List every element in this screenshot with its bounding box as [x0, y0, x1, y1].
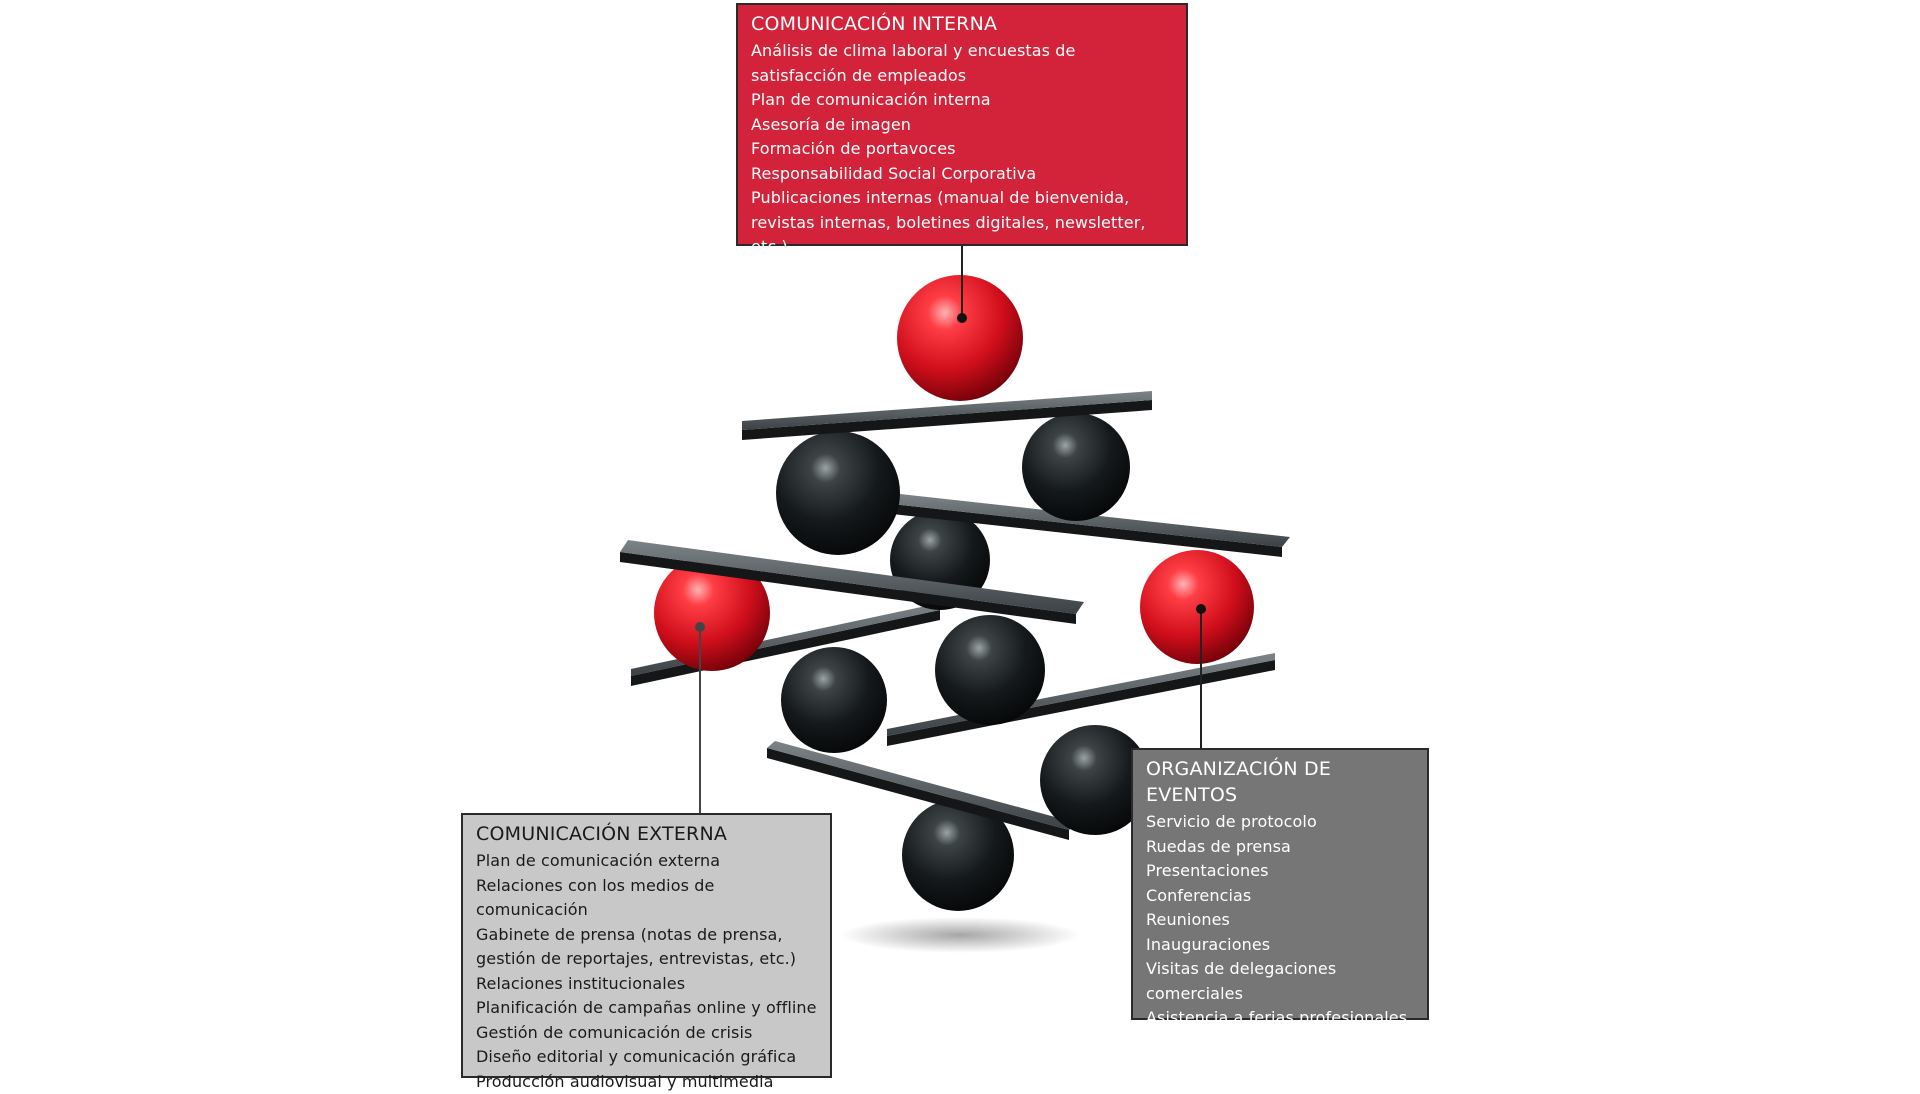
black-sphere — [776, 431, 900, 555]
comunicacion-externa-box: COMUNICACIÓN EXTERNA Plan de comunicació… — [461, 813, 832, 1078]
comunicacion-externa-title: COMUNICACIÓN EXTERNA — [476, 821, 818, 847]
list-item: Plan de comunicación interna — [751, 88, 1174, 113]
list-item: Ruedas de prensa — [1146, 835, 1415, 860]
red-sphere-top — [897, 275, 1023, 401]
black-sphere — [1022, 413, 1130, 521]
black-sphere — [781, 647, 887, 753]
list-item: Relaciones institucionales — [476, 972, 818, 997]
list-item: Relaciones con los medios de comunicació… — [476, 874, 818, 923]
list-item: Conferencias — [1146, 884, 1415, 909]
list-item: Plan de comunicación externa — [476, 849, 818, 874]
list-item: Publicaciones internas (manual de bienve… — [751, 186, 1174, 260]
list-item: Asistencia a ferias profesionales — [1146, 1006, 1415, 1031]
list-item: Inauguraciones — [1146, 933, 1415, 958]
list-item: Visitas de delegaciones comerciales — [1146, 957, 1415, 1006]
comunicacion-interna-title: COMUNICACIÓN INTERNA — [751, 11, 1174, 37]
organizacion-eventos-box: ORGANIZACIÓN DE EVENTOS Servicio de prot… — [1131, 748, 1429, 1020]
list-item: Mailing postal y e-mailing — [1146, 1031, 1415, 1056]
list-item: Responsabilidad Social Corporativa — [751, 162, 1174, 187]
list-item: Análisis de clima laboral y encuestas de… — [751, 39, 1174, 88]
list-item: Diseño editorial y comunicación gráfica — [476, 1045, 818, 1070]
list-item: Asesoría de imagen — [751, 113, 1174, 138]
organizacion-eventos-title: ORGANIZACIÓN DE EVENTOS — [1146, 756, 1415, 808]
list-item: Reuniones — [1146, 908, 1415, 933]
comunicacion-externa-list: Plan de comunicación externa Relaciones … — [476, 849, 818, 1094]
list-item: Planificación de campañas online y offli… — [476, 996, 818, 1021]
list-item: Gestión de comunicación de crisis — [476, 1021, 818, 1046]
comunicacion-interna-box: COMUNICACIÓN INTERNA Análisis de clima l… — [736, 3, 1188, 246]
comunicacion-interna-list: Análisis de clima laboral y encuestas de… — [751, 39, 1174, 260]
list-item: Servicio de protocolo — [1146, 810, 1415, 835]
list-item: Producción audiovisual y multimedia — [476, 1070, 818, 1094]
list-item: Formación de portavoces — [751, 137, 1174, 162]
list-item: Gabinete de prensa (notas de prensa, ges… — [476, 923, 818, 972]
black-sphere — [935, 615, 1045, 725]
list-item: Presentaciones — [1146, 859, 1415, 884]
organizacion-eventos-list: Servicio de protocolo Ruedas de prensa P… — [1146, 810, 1415, 1055]
